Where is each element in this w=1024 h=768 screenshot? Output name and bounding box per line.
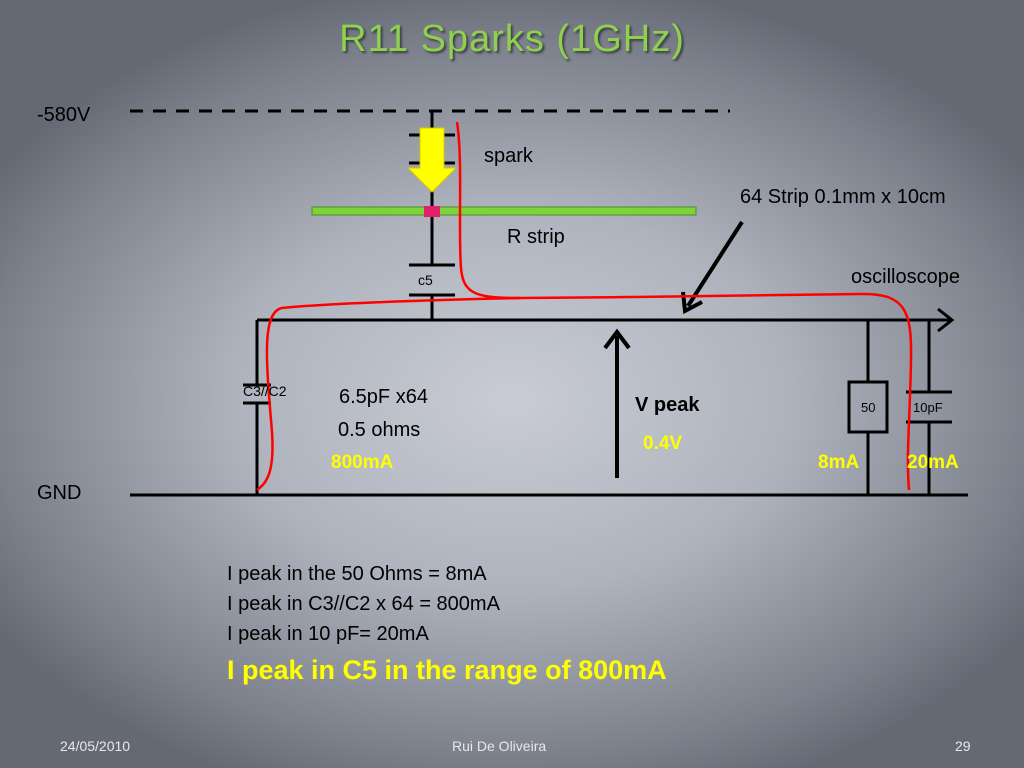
cap-current: 800mA <box>331 452 394 473</box>
r50-label: 50 <box>861 400 876 415</box>
gnd-label: GND <box>37 482 82 504</box>
current-path <box>455 121 913 491</box>
r-strip <box>311 206 697 216</box>
capacitance-value: 6.5pF x64 <box>339 386 428 408</box>
slide-number: 29 <box>955 738 971 754</box>
vpeak-label: V peak <box>635 394 700 416</box>
c5-label: c5 <box>418 272 433 288</box>
oscilloscope-label: oscilloscope <box>851 266 960 288</box>
c3c2-label: C3//C2 <box>243 383 287 399</box>
hv-label: -580V <box>37 104 91 126</box>
c10-current: 20mA <box>907 452 959 473</box>
note-line-2: I peak in C3//C2 x 64 = 800mA <box>227 593 500 615</box>
vpeak-arrow-head <box>603 328 631 350</box>
spark-contact <box>424 206 440 217</box>
spark-arrow-icon <box>406 127 458 193</box>
spark-label: spark <box>484 145 533 167</box>
strip-pointer-head <box>681 291 703 315</box>
slide-title: R11 Sparks (1GHz) <box>339 18 685 60</box>
c10-label: 10pF <box>913 400 943 415</box>
footer-author: Rui De Oliveira <box>452 738 547 754</box>
note-conclusion: I peak in C5 in the range of 800mA <box>227 655 667 685</box>
strip-pointer-shaft <box>686 220 744 308</box>
r50-current: 8mA <box>818 452 860 473</box>
signal-arrowhead <box>937 307 955 333</box>
current-path-left <box>256 296 521 492</box>
vpeak-value: 0.4V <box>643 433 683 454</box>
strip-label: 64 Strip 0.1mm x 10cm <box>740 186 946 208</box>
note-line-1: I peak in the 50 Ohms = 8mA <box>227 563 487 585</box>
note-line-3: I peak in 10 pF= 20mA <box>227 623 429 645</box>
footer-date: 24/05/2010 <box>60 738 131 754</box>
resistance-value: 0.5 ohms <box>338 419 421 441</box>
rstrip-label: R strip <box>507 226 565 248</box>
